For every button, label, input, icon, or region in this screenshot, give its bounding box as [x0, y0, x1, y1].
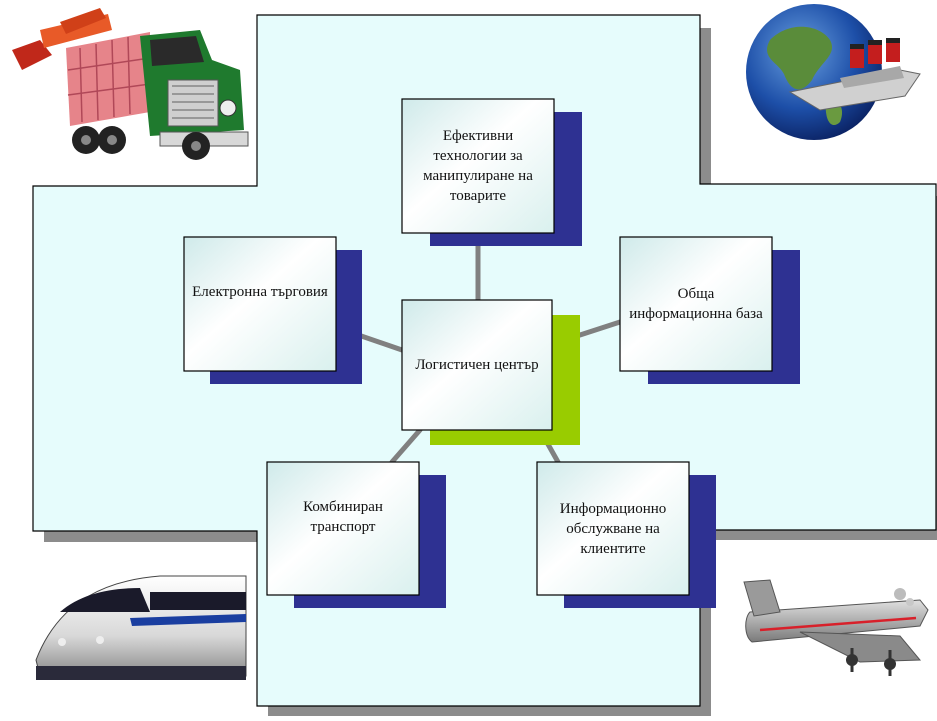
center-node-box — [401, 299, 553, 431]
node-bottom-right — [536, 461, 716, 608]
train-icon — [35, 575, 247, 680]
node-bottom-right-box — [536, 461, 690, 596]
node-top-box — [401, 98, 555, 234]
node-left-box — [183, 236, 337, 372]
node-bottom-left — [266, 461, 446, 608]
node-left — [183, 236, 362, 384]
node-bottom-right-label: Информационно обслужване на клиентите — [559, 500, 667, 557]
node-left-label: Електронна търговия — [192, 284, 328, 300]
node-top-label: Ефективни технологии за манипулиране на … — [423, 128, 533, 204]
globe-ship-icon — [746, 4, 921, 140]
airplane-icon — [743, 579, 929, 676]
dump-truck-icon — [12, 8, 249, 160]
center-node — [401, 299, 580, 445]
node-right-label: Обща информационна база — [629, 286, 763, 322]
node-right — [619, 236, 800, 384]
node-top — [401, 98, 582, 246]
center-node-label: Логистичен център — [415, 357, 539, 373]
node-bottom-left-box — [266, 461, 420, 596]
node-right-box — [619, 236, 773, 372]
connector-bottom-left — [389, 427, 423, 465]
connector-right — [577, 319, 623, 338]
node-bottom-left-label: Комбиниран транспорт — [303, 499, 383, 535]
